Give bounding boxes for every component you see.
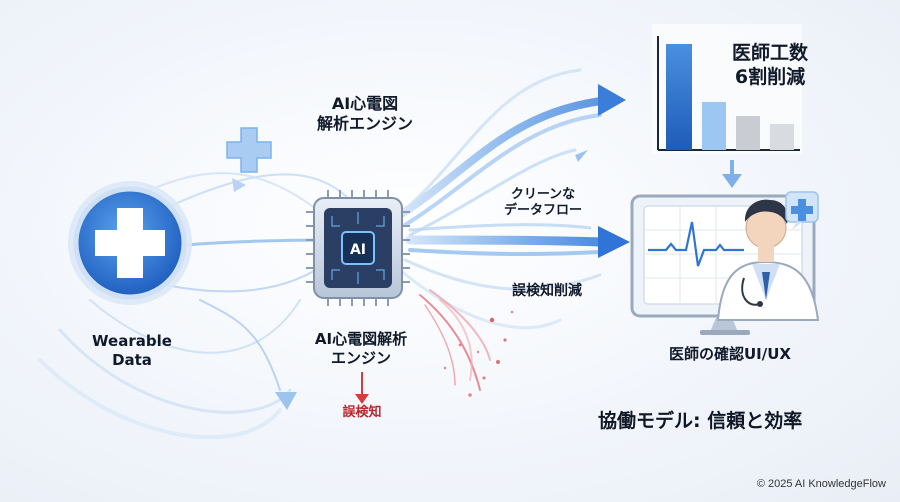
- doctor-icon: [716, 199, 820, 321]
- chip-label: AI: [350, 242, 366, 258]
- chart-to-monitor-arrow: [722, 160, 742, 188]
- doctor-ui-label: 医師の確認UI/UX: [669, 345, 791, 363]
- engine-label-bottom: AI心電図解析 エンジン: [314, 330, 408, 367]
- engine-label-top: AI心電図 解析エンジン: [316, 94, 413, 133]
- error-stream: [419, 289, 491, 391]
- error-arrow: [355, 372, 369, 404]
- ai-chip-icon: AI: [306, 190, 410, 306]
- error-particles: [443, 310, 514, 397]
- wearable-label: Wearable Data: [92, 332, 172, 369]
- bar-chart-icon: [652, 24, 802, 154]
- clean-flow-label: クリーンな データフロー: [503, 187, 582, 219]
- copyright-text: © 2025 AI KnowledgeFlow: [756, 478, 886, 490]
- workload-reduction-label: 医師工数 6割削減: [731, 42, 808, 88]
- medical-cross-icon: [68, 181, 192, 305]
- error-label: 誤検知: [342, 405, 382, 420]
- collaboration-model-title: 協働モデル: 信頼と効率: [598, 410, 803, 432]
- data-flow-streaks: [38, 68, 614, 440]
- plus-icon: [785, 191, 819, 230]
- flow-arrowheads: [232, 84, 630, 410]
- error-reduction-label: 誤検知削減: [512, 283, 582, 299]
- plus-icon: [226, 127, 272, 173]
